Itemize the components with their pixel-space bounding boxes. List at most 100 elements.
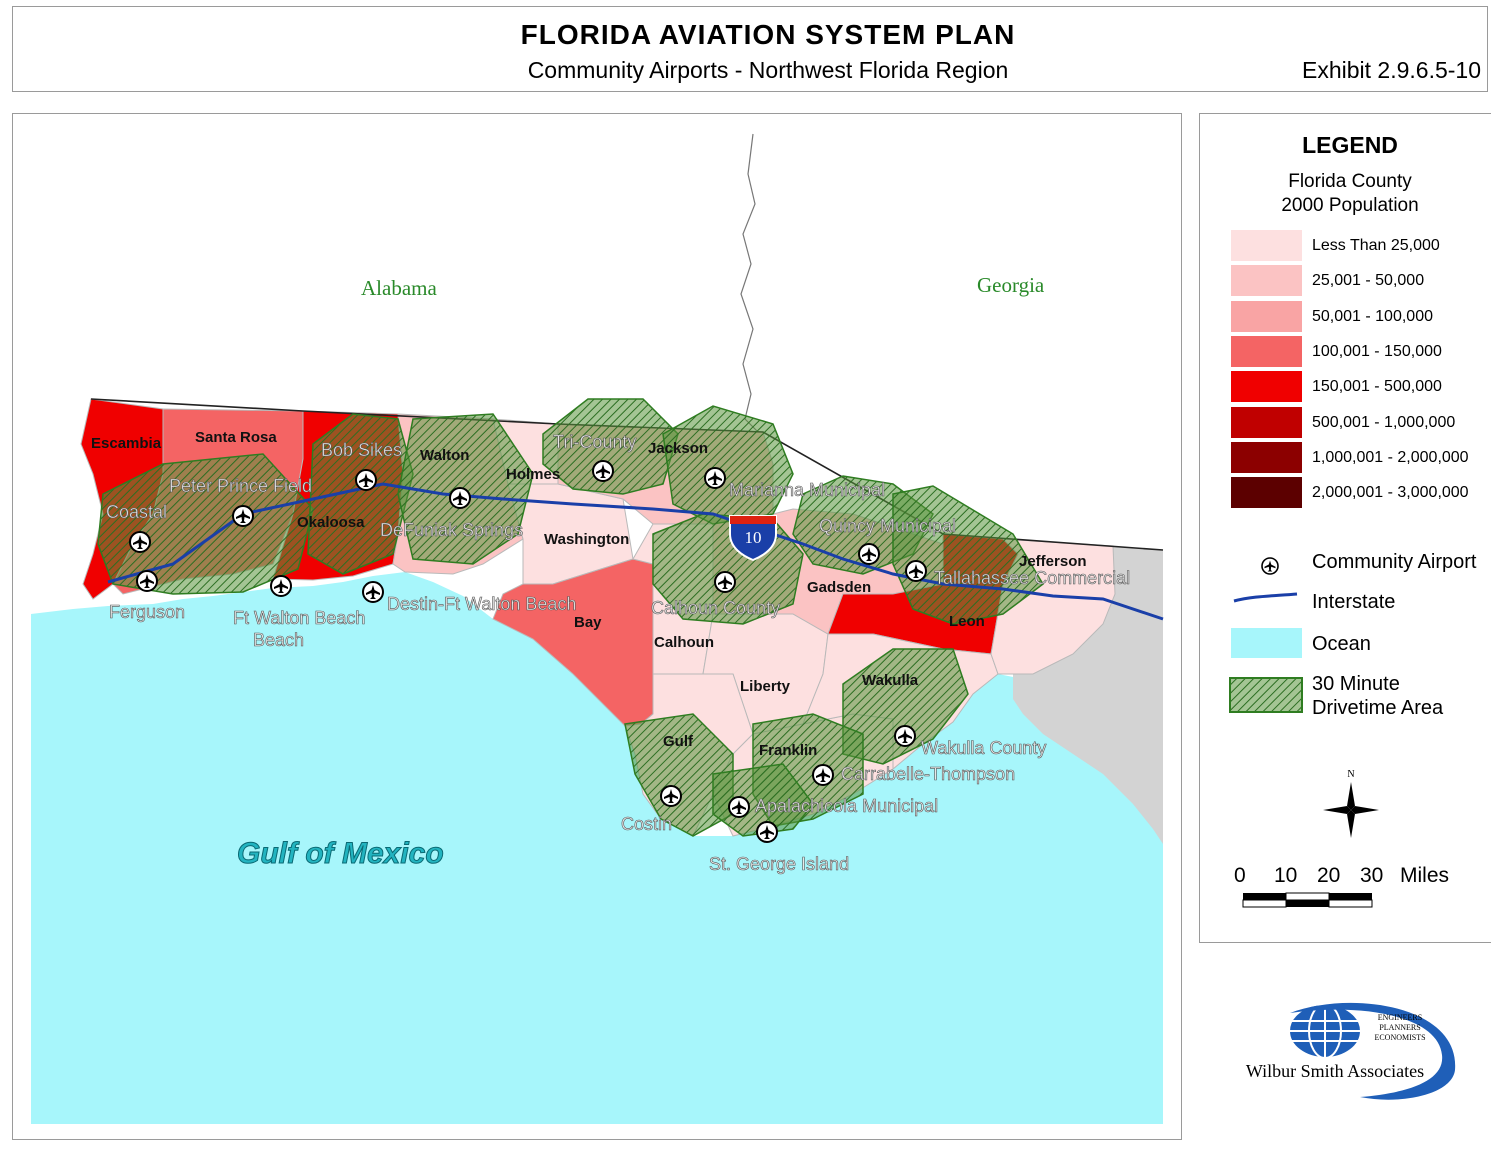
population-swatch-5 [1231,406,1302,438]
logo-tagline-3: ECONOMISTS [1374,1033,1426,1042]
population-label-2: 50,001 - 100,000 [1312,307,1433,325]
community-airport-legend-icon [1261,557,1279,575]
population-swatch-7 [1231,477,1302,509]
airport-defuniak-springs-icon[interactable] [449,487,471,509]
label-airport-bob-sikes: Bob Sikes [321,440,402,460]
airport-calhoun-county-icon[interactable] [714,571,736,593]
label-leon: Leon [949,613,985,630]
label-airport-coastal: Coastal [106,502,167,522]
logo-tagline: ENGINEERS PLANNERS ECONOMISTS [1360,1013,1440,1043]
page-subtitle: Community Airports - Northwest Florida R… [527,57,1009,83]
chattahoochee-river [740,133,759,433]
airport-destin-icon[interactable] [362,581,384,603]
label-airport-ferguson: Ferguson [109,602,185,622]
airport-tallahassee-icon[interactable] [905,560,927,582]
legend-panel: LEGEND Florida County 2000 Population Le… [1199,113,1491,943]
label-airport-marianna: Marianna Municipal [729,480,885,500]
label-airport-ft-walton: Ft Walton Beach [233,608,365,628]
legend-drivetime: 30 Minute Drivetime Area [1312,672,1443,720]
map-frame[interactable]: 10 Escambia Santa Rosa Okaloosa Walton H… [12,113,1182,1140]
label-airport-wakulla: Wakulla County [921,738,1046,758]
scale-tick-0: 0 [1234,864,1246,887]
county-labels: Escambia Santa Rosa Okaloosa Walton Holm… [91,429,1087,759]
label-gadsden: Gadsden [807,579,871,596]
airport-peter-prince-field-icon[interactable] [232,505,254,527]
scale-tick-10: 10 [1274,864,1298,887]
drivetime-legend-swatch [1229,677,1303,713]
airport-coastal-icon[interactable] [129,531,151,553]
population-label-4: 150,001 - 500,000 [1312,378,1442,396]
legend-subtitle-line1: Florida County [1288,171,1412,192]
label-georgia: Georgia [977,273,1045,297]
interstate-10-line [107,482,1164,621]
airport-apalachicola-icon[interactable] [728,796,750,818]
label-airport-calhoun-county: Calhoun County [651,598,780,618]
airport-costin-icon[interactable] [660,785,682,807]
label-wakulla: Wakulla [862,672,919,689]
label-airport-costin: Costin [621,814,672,834]
legend-subtitle-line2: 2000 Population [1281,195,1419,216]
legend-drivetime-line1: 30 Minute [1312,673,1400,695]
airport-quincy-icon[interactable] [858,543,880,565]
exhibit-number: Exhibit 2.9.6.5-10 [1301,57,1481,83]
page-title: FLORIDA AVIATION SYSTEM PLAN [520,19,1016,50]
label-airport-apalachicola: Apalachicola Municipal [755,796,938,816]
company-logo: ENGINEERS PLANNERS ECONOMISTS Wilbur Smi… [1230,995,1470,1110]
airport-tri-county-icon[interactable] [592,460,614,482]
legend-community-airport: Community Airport [1312,551,1477,573]
label-alabama: Alabama [361,276,437,300]
scale-tick-30: 30 [1360,864,1384,887]
airport-ferguson-icon[interactable] [136,570,158,592]
label-santa-rosa: Santa Rosa [195,429,277,446]
label-jackson: Jackson [648,440,708,457]
label-liberty: Liberty [740,678,791,695]
svg-text:10: 10 [745,528,762,547]
legend-title: LEGEND [1302,132,1398,158]
airport-carrabelle-icon[interactable] [812,764,834,786]
map-canvas[interactable]: 10 Escambia Santa Rosa Okaloosa Walton H… [13,114,1182,1140]
airport-ft-walton-beach-icon[interactable] [270,575,292,597]
label-gulf-of-mexico: Gulf of Mexico [237,837,444,870]
label-escambia: Escambia [91,435,162,452]
interstate-legend-line [1233,592,1298,603]
interstate-shield: 10 [729,515,777,562]
logo-company-name: Wilbur Smith Associates [1245,1061,1425,1081]
globe-logo-icon [1288,1002,1456,1100]
label-airport-destin: Destin-Ft Walton Beach [387,594,576,614]
population-swatch-2 [1231,300,1302,332]
population-swatch-4 [1231,371,1302,403]
label-airport-carrabelle: Carrabelle-Thompson [841,764,1015,784]
label-walton: Walton [420,447,469,464]
label-holmes: Holmes [506,466,560,483]
label-jefferson: Jefferson [1019,553,1087,570]
label-airport-quincy: Quincy Municipal [819,516,956,536]
legend-interstate: Interstate [1312,591,1396,613]
airport-bob-sikes-icon[interactable] [355,469,377,491]
airport-st-george-island-icon[interactable] [756,821,778,843]
population-label-6: 1,000,001 - 2,000,000 [1312,448,1469,466]
label-airport-tri-county: Tri-County [553,432,636,452]
population-swatch-0 [1231,230,1302,261]
label-airport-tallahassee: Tallahassee Commercial [934,568,1130,588]
label-calhoun: Calhoun [654,634,714,651]
label-okaloosa: Okaloosa [297,514,365,531]
label-franklin: Franklin [759,742,817,759]
airport-wakulla-county-icon[interactable] [894,725,916,747]
ocean-legend-swatch [1231,628,1302,658]
legend-drivetime-line2: Drivetime Area [1312,697,1444,719]
legend-subtitle: Florida County 2000 Population [1200,170,1491,218]
label-airport-defuniak: DeFuniak Springs [380,520,523,540]
out-of-state-area [1013,546,1163,844]
svg-text:N: N [1347,769,1354,780]
airport-labels: Coastal Ferguson Peter Prince Field Ft W… [106,432,1131,875]
label-bay: Bay [574,614,602,631]
population-label-5: 500,001 - 1,000,000 [1312,413,1456,431]
population-swatch-3 [1231,335,1302,367]
label-washington: Washington [544,531,629,548]
airport-marianna-icon[interactable] [704,467,726,489]
population-label-3: 100,001 - 150,000 [1312,342,1442,360]
drivetime-areas [97,398,1044,837]
population-label-0: Less Than 25,000 [1312,237,1440,254]
scale-unit: Miles [1400,864,1450,887]
north-arrow-icon: N [1323,769,1379,838]
